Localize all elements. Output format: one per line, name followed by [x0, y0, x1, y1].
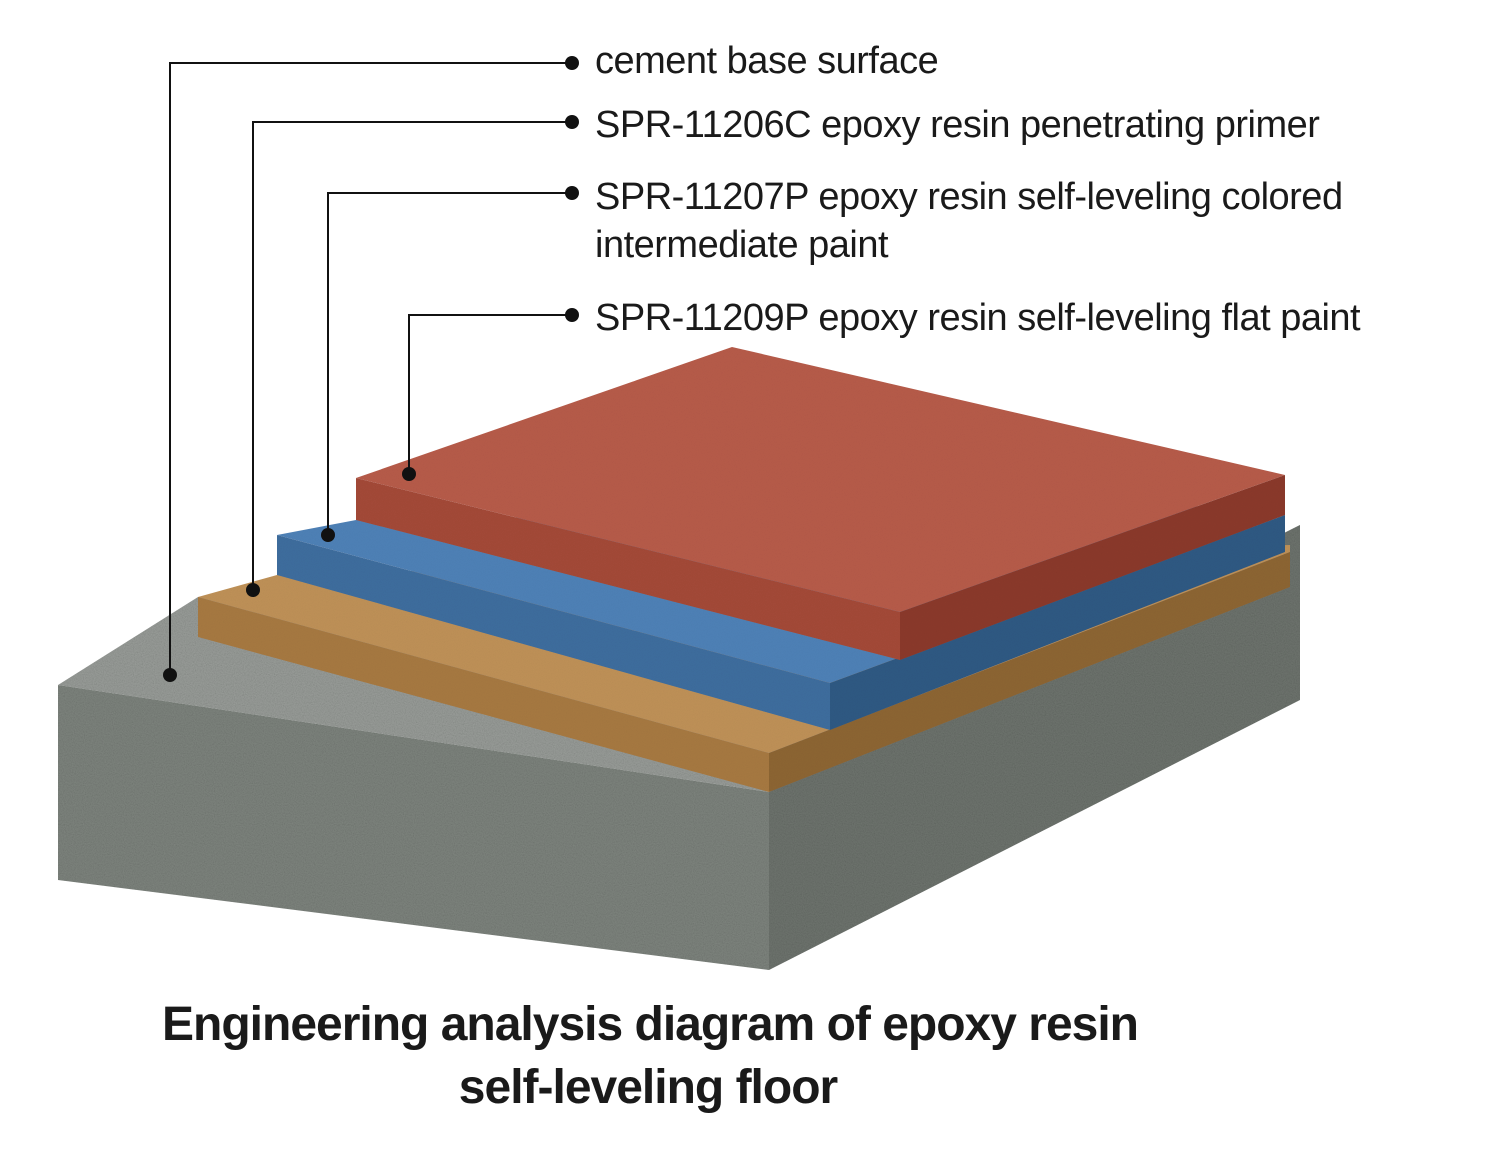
diagram-caption: Engineering analysis diagram of epoxy re…	[162, 998, 1139, 1114]
label-intermediate-line2: intermediate paint	[595, 224, 889, 266]
leader-cement-start-dot	[163, 668, 177, 682]
intermediate-front	[277, 535, 830, 730]
leader-intermediate-end-dot	[565, 186, 579, 200]
cement-base-front	[58, 685, 769, 970]
leader-cement	[169, 62, 570, 675]
cement-base-side	[769, 525, 1300, 970]
leader-flat-end-dot	[565, 308, 579, 322]
leader-primer-end-dot	[565, 115, 579, 129]
leader-primer-start-dot	[246, 583, 260, 597]
flat-paint-layer	[356, 347, 1285, 660]
leader-intermediate	[327, 192, 570, 535]
caption-line-2: self-leveling floor	[459, 1061, 838, 1114]
flat-paint-top	[356, 347, 1285, 612]
leader-flat-start-dot	[402, 467, 416, 481]
layer-labels: cement base surface SPR-11206C epoxy res…	[595, 40, 1362, 339]
label-intermediate: SPR-11207P epoxy resin self-leveling col…	[595, 176, 1343, 218]
leader-lines	[163, 56, 579, 682]
label-primer: SPR-11206C epoxy resin penetrating prime…	[595, 104, 1320, 146]
caption-line-1: Engineering analysis diagram of epoxy re…	[162, 998, 1138, 1051]
leader-intermediate-start-dot	[321, 528, 335, 542]
intermediate-side	[830, 515, 1285, 730]
leader-cement-end-dot	[565, 56, 579, 70]
label-cement: cement base surface	[595, 40, 938, 82]
label-flat: SPR-11209P epoxy resin self-leveling fla…	[595, 297, 1361, 339]
primer-front	[198, 597, 769, 792]
primer-side	[769, 552, 1290, 792]
leader-primer	[252, 121, 570, 590]
leader-flat	[408, 314, 570, 474]
flat-paint-front	[356, 478, 900, 660]
flat-paint-side	[900, 475, 1285, 660]
